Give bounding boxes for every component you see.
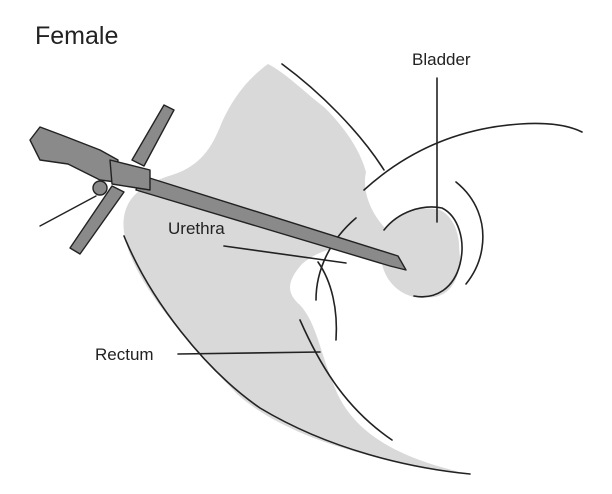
scope-valve [92,180,108,196]
rectum-leader [177,351,321,355]
pelvic-tissue-region [123,64,460,472]
cystoscope-icon [29,104,407,271]
label-bladder: Bladder [412,50,471,69]
leader-lines [177,77,438,355]
label-urethra: Urethra [168,219,225,238]
contour-lines [123,63,583,475]
label-rectum: Rectum [95,345,154,364]
urethra-leader [223,245,347,264]
outer-contour-top [281,63,385,171]
inner-posterior-line [299,319,393,441]
vaginal-wall-line [315,217,357,301]
scope-eyepiece [29,126,119,183]
scope-body [109,159,151,191]
scope-cable [39,195,97,227]
bladder-shape [380,208,460,298]
rectal-wall-line [317,261,338,341]
bladder-outline [383,206,463,298]
scope-upper-handle [131,104,175,167]
abdominal-wall-line [363,122,583,191]
inner-bladder-wall [455,181,484,285]
diagram-title: Female [35,22,119,50]
posterior-contour [123,235,471,475]
scope-lower-handle [69,185,125,255]
